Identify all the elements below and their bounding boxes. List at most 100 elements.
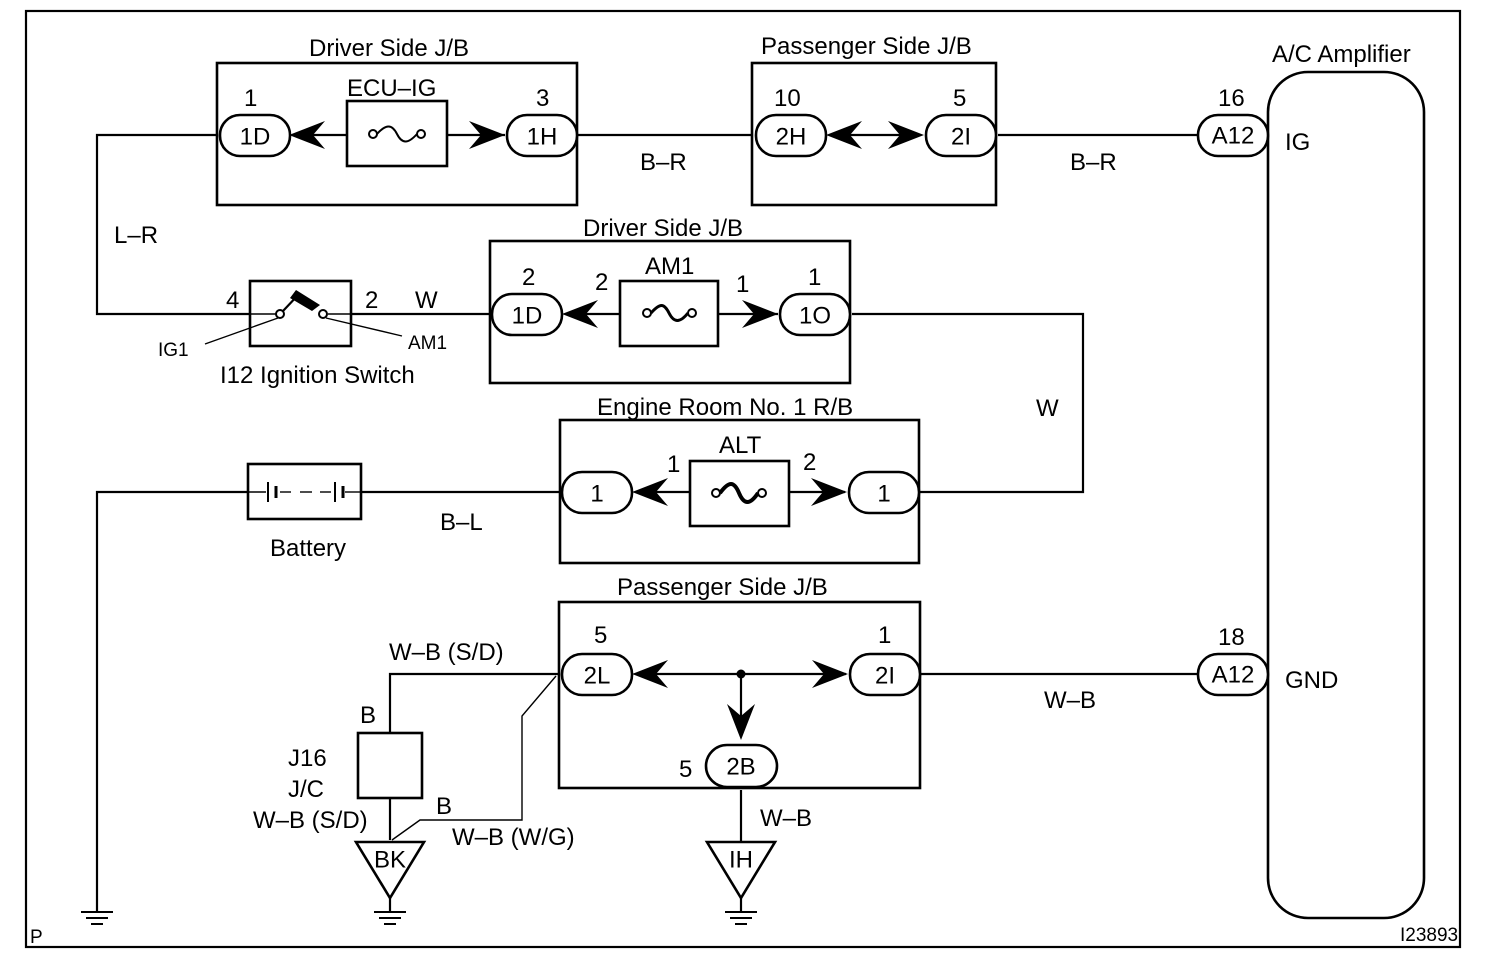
j16-type: J/C	[288, 776, 324, 803]
ground-ih: IH	[704, 840, 778, 925]
arrow-left-icon	[562, 300, 598, 328]
pin-1-engine: 1	[667, 451, 680, 478]
pin-2-outer: 2	[522, 264, 535, 291]
pin-1-inner: 1	[736, 271, 749, 298]
pin-1: 1	[244, 85, 257, 112]
connector-1h	[505, 113, 579, 158]
pin-2-engine: 2	[803, 449, 816, 476]
wire-wb-sd	[388, 672, 562, 734]
connector-2h-label: 2H	[776, 124, 807, 151]
battery-icon	[248, 482, 361, 502]
ground-ih-label: IH	[729, 847, 753, 874]
fuse-am1-icon	[642, 304, 697, 322]
ground-bk-label: BK	[374, 847, 406, 874]
connector-2i-top	[924, 113, 998, 158]
terminal-am1: AM1	[408, 333, 447, 354]
connector-a12-gnd-label: A12	[1212, 662, 1255, 689]
pin-5: 5	[953, 85, 966, 112]
fuse-am1-label: AM1	[645, 253, 694, 280]
splice-point	[736, 669, 746, 679]
wire-w-right	[852, 312, 1085, 494]
pin-2: 2	[365, 287, 378, 314]
wire-label-br-2: B–R	[1070, 149, 1117, 176]
ground-bk-triangle	[353, 840, 427, 901]
arrow-right-icon	[742, 300, 778, 328]
ground-icon	[374, 898, 406, 925]
connector-a12-ig: A12 16	[1196, 85, 1270, 158]
wire-label-bl: B–L	[440, 509, 483, 536]
wire-battery-ground	[95, 490, 248, 912]
fuse-alt-label: ALT	[719, 432, 762, 459]
wire-label-w-right: W	[1036, 395, 1059, 422]
connector-1o	[778, 292, 852, 337]
pin-1-outer: 1	[808, 264, 821, 291]
ground-battery	[81, 911, 113, 925]
amplifier-ig-label: IG	[1285, 129, 1310, 156]
arrow-left-icon	[632, 478, 668, 506]
connector-1d-mid-label: 1D	[512, 303, 543, 330]
pin-5-2l: 5	[594, 622, 607, 649]
figure-id: I23893	[1400, 925, 1458, 946]
battery-label: Battery	[270, 535, 346, 562]
wire-label-wb-amp: W–B	[1044, 687, 1096, 714]
passenger-jb-top-title: Passenger Side J/B	[761, 33, 972, 60]
connector-2l	[560, 652, 634, 697]
pin-4: 4	[226, 287, 239, 314]
arrow-right-icon	[888, 121, 924, 149]
battery: Battery	[246, 462, 363, 562]
arrow-down-icon	[727, 704, 755, 740]
connector-a12-gnd: A12 18	[1196, 624, 1270, 697]
arrow-left-icon	[289, 121, 325, 149]
pin-1-2i: 1	[878, 622, 891, 649]
engine-room-rb: Engine Room No. 1 R/B ALT 1 1 2 1	[558, 394, 921, 565]
connector-a12-ig-label: A12	[1212, 123, 1255, 150]
ground-ih-triangle	[704, 840, 778, 901]
pin-10: 10	[774, 85, 801, 112]
wire-labels: L–R B–R B–R W W B–L W–B (S/D) W–B (W/G) …	[114, 149, 1117, 851]
connector-engine-right	[847, 470, 921, 515]
wires	[95, 133, 1198, 912]
ground-icon	[725, 898, 757, 925]
fuse-ecu-ig-label: ECU–IG	[347, 75, 436, 102]
connector-2h	[754, 113, 828, 158]
pin-3: 3	[536, 85, 549, 112]
connector-2i-bottom-label: 2I	[875, 663, 895, 690]
passenger-jb-top: Passenger Side J/B 2H 10 2I 5	[750, 33, 998, 207]
j16-pin-top: B	[360, 702, 376, 729]
wire-label-w-switch: W	[415, 287, 438, 314]
connector-a12-gnd-body	[1196, 652, 1270, 697]
amplifier-title: A/C Amplifier	[1272, 41, 1411, 68]
driver-jb-mid-title: Driver Side J/B	[583, 215, 743, 242]
driver-jb-top: Driver Side J/B ECU–IG 1D 1 1H 3	[215, 35, 579, 207]
j16-box	[356, 731, 424, 800]
j16-pin-bottom: B	[436, 793, 452, 820]
passenger-jb-bottom: Passenger Side J/B 2L 5 2I 1 2B 5	[557, 574, 922, 790]
driver-jb-top-title: Driver Side J/B	[309, 35, 469, 62]
passenger-jb-bottom-title: Passenger Side J/B	[617, 574, 828, 601]
connector-1d-mid	[490, 292, 564, 337]
fuse-ecu-ig-icon	[368, 125, 426, 143]
engine-room-rb-title: Engine Room No. 1 R/B	[597, 394, 853, 421]
connector-1d-top-label: 1D	[240, 124, 271, 151]
wire-label-wb-ground: W–B	[760, 805, 812, 832]
arrow-right-icon	[812, 660, 848, 688]
connector-a12-ig-pin: 16	[1218, 85, 1245, 112]
j16-wire-label: W–B (S/D)	[253, 807, 368, 834]
page-marker: P	[30, 927, 43, 948]
connector-1h-label: 1H	[527, 124, 558, 151]
wire-wb-wg	[391, 675, 557, 841]
pin-2-inner: 2	[595, 269, 608, 296]
arrow-right-icon	[469, 121, 505, 149]
connector-2l-label: 2L	[584, 663, 611, 690]
connector-engine-left-label: 1	[590, 481, 603, 508]
pin-5-2b: 5	[679, 756, 692, 783]
connector-2b	[704, 743, 779, 789]
wire-lr	[95, 133, 250, 316]
connector-a12-gnd-pin: 18	[1218, 624, 1245, 651]
connector-2i-bottom	[848, 652, 922, 697]
wire-label-wb-sd: W–B (S/D)	[389, 639, 504, 666]
terminal-ig1: IG1	[158, 340, 189, 361]
arrow-left-icon	[826, 121, 862, 149]
driver-jb-mid: Driver Side J/B AM1 1D 2 2 1 1O 1	[488, 215, 852, 385]
wire-label-lr: L–R	[114, 222, 158, 249]
